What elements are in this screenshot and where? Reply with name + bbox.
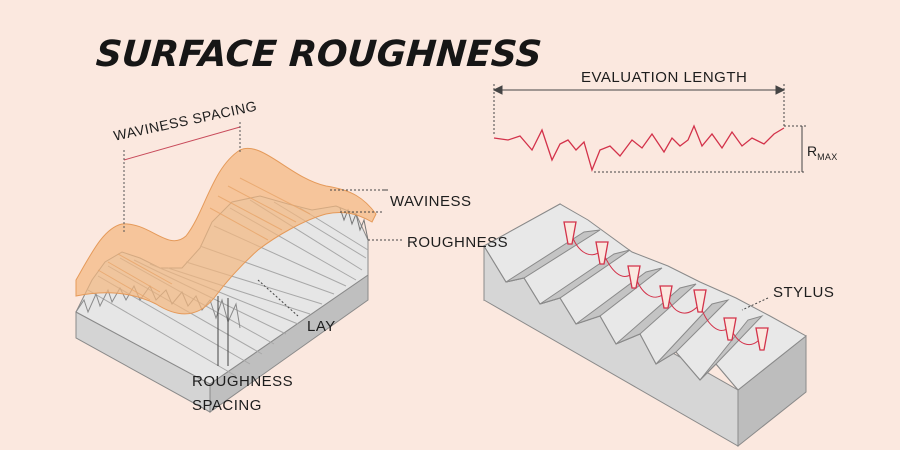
evaluation-length-dimension [492, 84, 786, 136]
right-block-grooves [505, 229, 764, 381]
stylus-tip-2 [595, 241, 609, 265]
roughness-label: ROUGHNESS [407, 234, 509, 251]
stylus-tip-5 [693, 289, 707, 313]
rmax-dimension [594, 125, 806, 173]
stylus-tip-6 [723, 317, 737, 341]
left-leader-lines [217, 189, 404, 366]
stylus-tip-4 [659, 285, 673, 309]
waviness-label: WAVINESS [390, 193, 472, 210]
roughness-spacing-label-line2: SPACING [192, 397, 262, 414]
stylus-tip-7 [755, 327, 769, 351]
page-title: SURFACE ROUGHNESS [94, 34, 544, 75]
stylus-label: STYLUS [773, 284, 835, 301]
stylus-tips [563, 221, 769, 351]
right-block-front-zigzag [483, 245, 739, 391]
stylus-tip-1 [563, 221, 577, 245]
rmax-r: R [807, 143, 818, 159]
waviness-spacing-dimension [123, 122, 241, 232]
roughness-profile-line [493, 124, 785, 173]
stylus-leader [741, 297, 769, 311]
right-surface-block [483, 203, 807, 448]
rmax-label: RMAX [807, 143, 838, 162]
roughness-spacing-label-line1: ROUGHNESS [192, 373, 294, 390]
left-block-side-sawtooth [339, 207, 369, 241]
stylus-tip-3 [627, 265, 641, 289]
evaluation-length-label: EVALUATION LENGTH [581, 69, 748, 86]
waviness-band-stripes [97, 177, 311, 301]
rmax-subscript: MAX [817, 152, 838, 162]
lay-label: LAY [307, 318, 336, 335]
